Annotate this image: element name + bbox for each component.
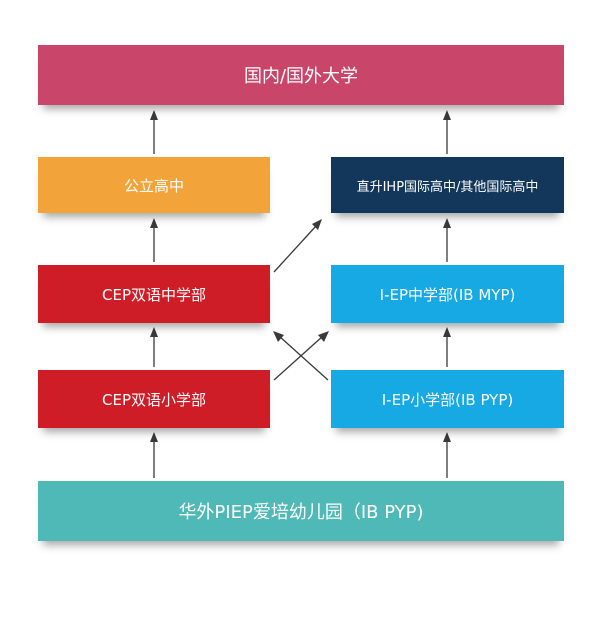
university-label: 国内/国外大学 [243,66,359,87]
arrowhead-kindergarten-to-iep-primary [443,432,451,442]
ihp-high-school-label: 直升IHP国际高中/其他国际高中 [356,179,539,195]
cep-middle-school-box: CEP双语中学部 [38,265,270,323]
university-box: 国内/国外大学 [38,45,564,105]
arrowhead-cep-middle-to-public-high [150,218,158,228]
arrowhead-iep-middle-to-ihp-high [443,218,451,228]
iep-primary-school-label: I-EP小学部(IB PYP) [381,390,514,409]
arrow-cep-primary-to-iep-middle [273,335,324,381]
iep-middle-school-box: I-EP中学部(IB MYP) [331,265,564,323]
ihp-high-school-box: 直升IHP国际高中/其他国际高中 [331,157,564,213]
arrowhead-kindergarten-to-cep-primary [150,432,158,442]
iep-primary-school-box: I-EP小学部(IB PYP) [331,370,564,428]
arrowhead-cep-primary-to-cep-middle [150,327,158,337]
iep-middle-school-label: I-EP中学部(IB MYP) [379,285,516,304]
arrowhead-public-high-to-university [150,110,158,120]
arrowhead-iep-primary-to-cep-middle [273,331,284,342]
kindergarten-label: 华外PIEP爱培幼儿园（IB PYP) [178,502,424,523]
public-high-school-label: 公立高中 [123,176,184,195]
public-high-school-box: 公立高中 [38,157,270,213]
arrowhead-ihp-high-to-university [443,110,451,120]
cep-primary-school-label: CEP双语小学部 [102,390,206,409]
arrowhead-cep-middle-to-ihp-high [312,219,322,230]
arrowhead-iep-primary-to-iep-middle [443,327,451,337]
arrowhead-cep-primary-to-iep-middle [318,331,329,342]
cep-primary-school-box: CEP双语小学部 [38,370,270,428]
arrow-cep-middle-to-ihp-high [273,225,317,273]
cep-middle-school-label: CEP双语中学部 [102,285,206,304]
kindergarten-box: 华外PIEP爱培幼儿园（IB PYP) [38,481,564,541]
arrow-iep-primary-to-cep-middle [278,335,329,381]
